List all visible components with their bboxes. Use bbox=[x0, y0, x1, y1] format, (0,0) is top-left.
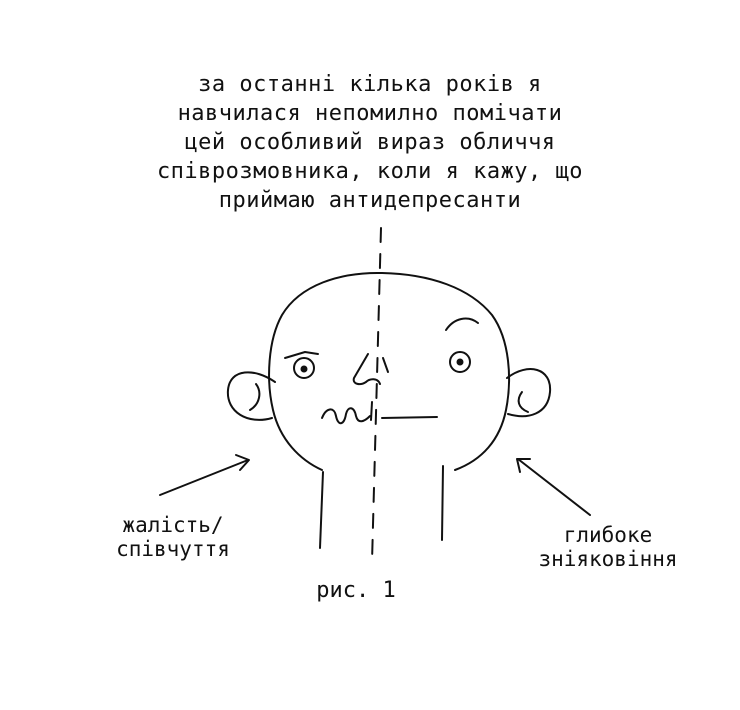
left-arrow-head bbox=[236, 455, 249, 470]
mouth-wavy bbox=[322, 408, 370, 423]
annotation-left-line: жалість/ bbox=[122, 513, 224, 537]
caption-line: за останні кілька років я bbox=[198, 72, 542, 97]
annotation-left: жалість/ співчуття bbox=[108, 513, 238, 561]
caption-line: приймаю антидепресанти bbox=[218, 188, 522, 213]
caption-text: за останні кілька років я навчилася непо… bbox=[100, 70, 640, 215]
right-eye bbox=[450, 352, 470, 372]
annotation-right-line: глибоке bbox=[563, 523, 653, 547]
neck-right bbox=[442, 466, 443, 540]
left-pupil bbox=[302, 367, 307, 372]
nose bbox=[354, 354, 380, 384]
right-ear bbox=[507, 369, 550, 416]
caption-line: співрозмовника, коли я кажу, що bbox=[156, 159, 584, 184]
mouth-straight bbox=[382, 417, 437, 418]
right-arrow-head bbox=[517, 459, 530, 472]
right-ear-inner bbox=[519, 392, 528, 412]
left-eyebrow bbox=[285, 352, 318, 358]
right-pupil bbox=[458, 360, 463, 365]
nose-right bbox=[383, 358, 388, 372]
caption-line: цей особливий вираз обличчя bbox=[184, 130, 556, 155]
mouth-tick bbox=[371, 402, 372, 420]
annotation-right: глибоке зніяковіння bbox=[522, 523, 694, 571]
caption-line: навчилася непомилно помічати bbox=[177, 101, 563, 126]
figure-label: рис. 1 bbox=[316, 578, 396, 603]
left-arrow-shaft bbox=[160, 460, 248, 495]
left-ear-inner bbox=[250, 384, 259, 410]
neck-left bbox=[320, 472, 323, 548]
right-arrow-shaft bbox=[518, 459, 590, 515]
center-dashed-line bbox=[372, 228, 381, 562]
annotation-right-line: зніяковіння bbox=[538, 547, 678, 571]
right-eyebrow bbox=[446, 319, 478, 330]
left-eye bbox=[294, 358, 314, 378]
annotation-left-line: співчуття bbox=[116, 537, 230, 561]
left-ear bbox=[228, 372, 275, 420]
head-outline bbox=[269, 273, 509, 470]
